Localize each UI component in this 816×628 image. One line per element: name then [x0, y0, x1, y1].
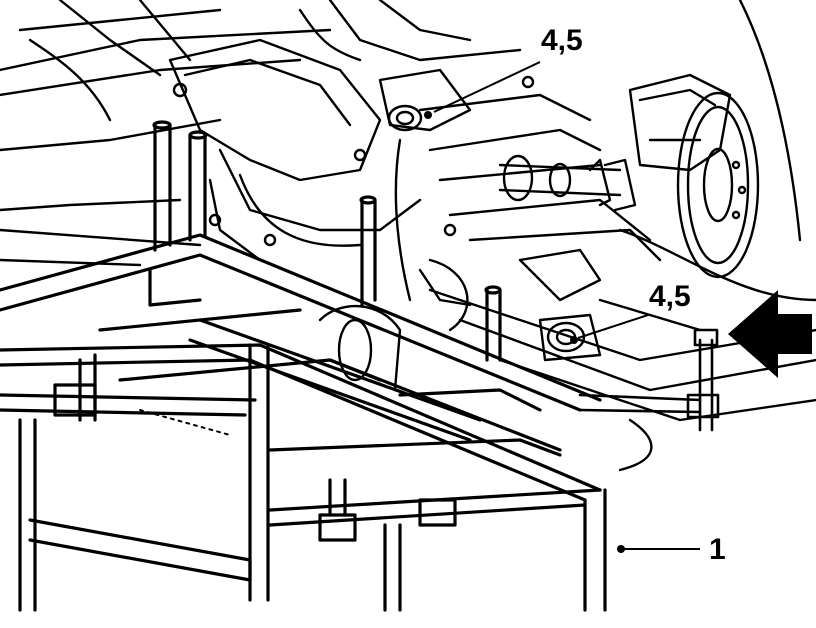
callout-lower-mount: 4,5: [649, 280, 691, 313]
leader-lines: [433, 61, 700, 550]
callout-support-frame: 1: [709, 533, 726, 566]
arrow-left-icon: [728, 290, 812, 378]
vehicle-underbody: [0, 0, 816, 472]
support-frame: [0, 120, 607, 612]
callout-upper-mount: 4,5: [541, 24, 583, 57]
leader-dots: [424, 111, 625, 553]
bolt-tool: [578, 328, 720, 432]
